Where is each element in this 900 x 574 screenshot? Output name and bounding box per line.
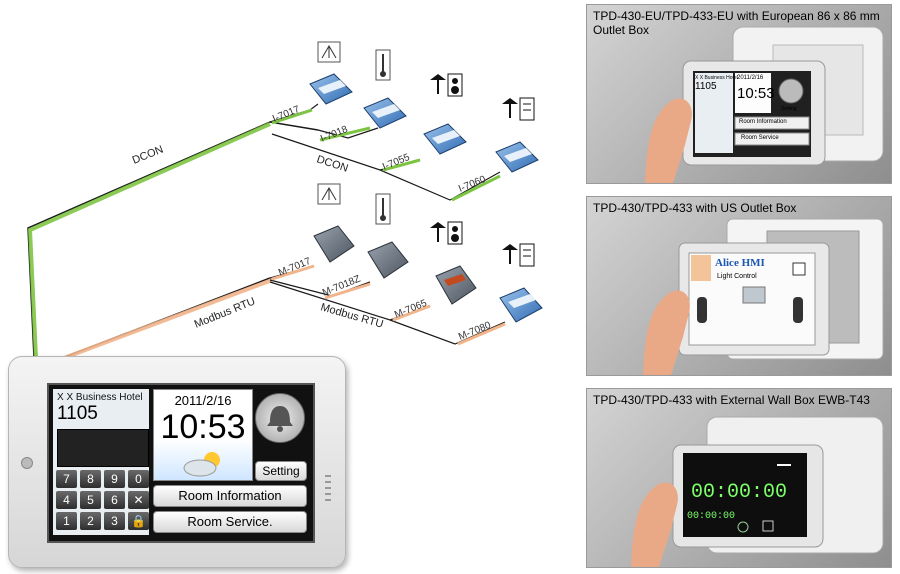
key-1[interactable]: 1: [56, 512, 77, 530]
dcon-branch-2: [379, 169, 501, 201]
panel-left-area: X X Business Hotel 1105 7 8 9 0 4 5 6 ✕ …: [53, 389, 149, 535]
key-7[interactable]: 7: [56, 470, 77, 488]
photo3-small-timer: 00:00:00: [687, 511, 736, 522]
dcon-trunk-color: [27, 122, 271, 359]
key-5[interactable]: 5: [80, 491, 101, 509]
key-clear-icon[interactable]: ✕: [128, 491, 149, 509]
network-diagram: DCON DCON Modbus RTU Modbus RTU I-7017 I…: [27, 41, 543, 360]
dcon-line-2: [317, 127, 379, 139]
camera-dot: [21, 457, 33, 469]
antenna-icon: [317, 41, 341, 63]
key-8[interactable]: 8: [80, 470, 101, 488]
touch-screen: X X Business Hotel 1105 7 8 9 0 4 5 6 ✕ …: [47, 383, 315, 543]
photo-european-outlet: TPD-430-EU/TPD-433-EU with European 86 x…: [586, 4, 892, 184]
module-i7018: [363, 97, 407, 129]
hotel-name: X X Business Hotel: [57, 392, 143, 403]
thermometer-icon: [375, 49, 391, 81]
modbus-label-branch: Modbus RTU: [319, 301, 384, 330]
dcon-green-2: [319, 126, 371, 142]
room-number: 1105: [57, 403, 98, 424]
photo1-time: 10:53: [737, 85, 775, 102]
key-9[interactable]: 9: [104, 470, 125, 488]
photo1-date: 2011/2/16: [737, 75, 764, 81]
bell-button[interactable]: [255, 393, 305, 443]
photo-us-outlet: TPD-430/TPD-433 with US Outlet Box Alice…: [586, 196, 892, 376]
key-4[interactable]: 4: [56, 491, 77, 509]
dcon-label-main: DCON: [131, 144, 166, 167]
key-3[interactable]: 3: [104, 512, 125, 530]
photo1-setting: Setting: [781, 106, 797, 112]
device-in-us-box: [643, 218, 884, 375]
thermometer-icon-2: [375, 193, 391, 225]
lamp-panel-icon: [502, 97, 535, 121]
photo1-info: Room Information: [739, 119, 787, 125]
photo1-service: Room Service: [741, 135, 779, 141]
key-lock-icon[interactable]: 🔒: [128, 512, 149, 530]
setting-button[interactable]: Setting: [255, 461, 307, 481]
module-label-i7018: I-7018: [319, 124, 350, 145]
module-label-i7017: I-7017: [271, 104, 302, 125]
clock-date: 2011/2/16: [174, 393, 232, 408]
key-0[interactable]: 0: [128, 470, 149, 488]
clock-widget: 2011/2/16 10:53: [153, 389, 253, 481]
module-m7080: [499, 287, 543, 323]
module-m7017: [313, 225, 355, 263]
device-in-european-box: [645, 26, 884, 183]
photo1-hotel: X X Business Hotel: [695, 75, 738, 81]
modbus-orange-1: [271, 264, 315, 281]
module-label-m7065: M-7065: [393, 298, 429, 321]
dcon-label-branch: DCON: [315, 153, 350, 174]
photo1-room: 1105: [695, 81, 717, 92]
module-label-m7018z: M-7018Z: [321, 274, 362, 299]
photo3-big-timer: 00:00:00: [691, 481, 788, 504]
touch-panel-device: X X Business Hotel 1105 7 8 9 0 4 5 6 ✕ …: [8, 356, 346, 568]
module-label-m7017: M-7017: [277, 256, 313, 279]
room-service-button[interactable]: Room Service.: [153, 511, 307, 533]
display-window: [57, 429, 149, 467]
modbus-trunk-color: [63, 278, 273, 360]
module-m7065: [435, 265, 477, 305]
lamp-panel-icon-2: [502, 243, 535, 267]
module-label-i7060: I-7060: [457, 174, 488, 195]
module-label-i7055: I-7055: [381, 152, 412, 173]
photo-title-3: TPD-430/TPD-433 with External Wall Box E…: [593, 393, 870, 407]
module-i7060: [495, 141, 539, 173]
module-i7055: [423, 123, 467, 155]
photo2-sub: Light Control: [717, 273, 757, 280]
device-in-wall-box: [631, 416, 884, 567]
module-m7018z: [367, 241, 409, 279]
keypad: 7 8 9 0 4 5 6 ✕ 1 2 3 🔒: [56, 470, 149, 530]
speaker-vent: [325, 475, 331, 503]
clock-time: 10:53: [160, 408, 246, 446]
room-information-button[interactable]: Room Information: [153, 485, 307, 507]
modbus-orange-3: [392, 304, 431, 322]
modbus-branch-2: [389, 319, 506, 345]
modbus-orange-2: [324, 282, 371, 300]
bell-icon: [267, 406, 293, 432]
photo-title-2: TPD-430/TPD-433 with US Outlet Box: [593, 201, 797, 215]
lamp-speaker-icon: [430, 73, 463, 97]
modbus-label-main: Modbus RTU: [193, 295, 257, 330]
dcon-trunk: [27, 121, 319, 359]
dcon-green-3: [382, 158, 421, 172]
module-label-m7080: M-7080: [457, 320, 493, 343]
key-2[interactable]: 2: [80, 512, 101, 530]
dcon-green-4: [451, 174, 501, 202]
photo2-brand: Alice HMI: [715, 257, 765, 269]
lamp-speaker-icon-2: [430, 221, 463, 245]
antenna-icon-2: [317, 183, 341, 205]
modbus-orange-4: [457, 322, 506, 346]
dcon-green-1: [271, 108, 313, 125]
photo-title-1: TPD-430-EU/TPD-433-EU with European 86 x…: [593, 9, 880, 37]
weather-icon: [183, 452, 220, 477]
key-6[interactable]: 6: [104, 491, 125, 509]
module-i7017: [309, 73, 353, 105]
photo-external-wall-box: TPD-430/TPD-433 with External Wall Box E…: [586, 388, 892, 568]
